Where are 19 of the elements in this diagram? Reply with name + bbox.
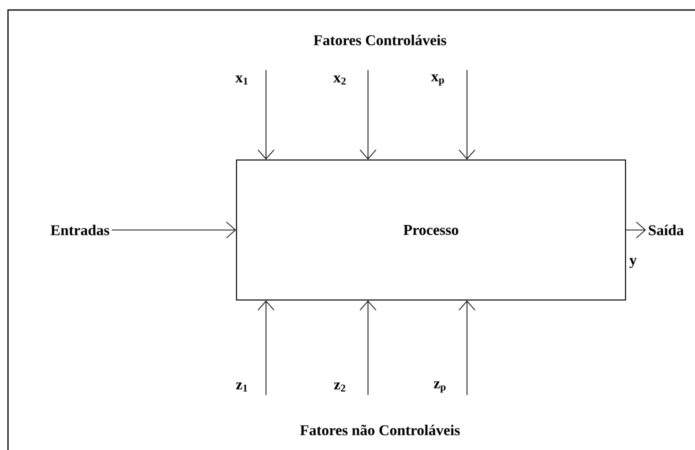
- variable-label: z$_{1}$: [236, 382, 248, 392]
- process-box: Processo: [236, 160, 626, 300]
- variable-label: z$_{p}$: [434, 381, 446, 393]
- arrow: [111, 222, 236, 238]
- variable-label: x$_{1}$: [235, 75, 248, 85]
- arrow: [360, 300, 376, 396]
- arrow: [258, 300, 274, 396]
- arrow: [458, 70, 476, 160]
- arrow: [458, 300, 476, 396]
- variable-label: x$_{p}$: [431, 74, 444, 86]
- variable-label: z$_{2}$: [334, 382, 346, 392]
- variable-label: x$_{2}$: [333, 75, 346, 85]
- node-label: Saída: [648, 224, 684, 236]
- heading: Fatores Controláveis: [314, 34, 446, 46]
- arrow: [626, 222, 646, 238]
- arrow: [258, 70, 274, 160]
- node-label: Entradas: [50, 224, 110, 236]
- heading: Fatores não Controláveis: [300, 424, 460, 436]
- arrow: [360, 70, 376, 160]
